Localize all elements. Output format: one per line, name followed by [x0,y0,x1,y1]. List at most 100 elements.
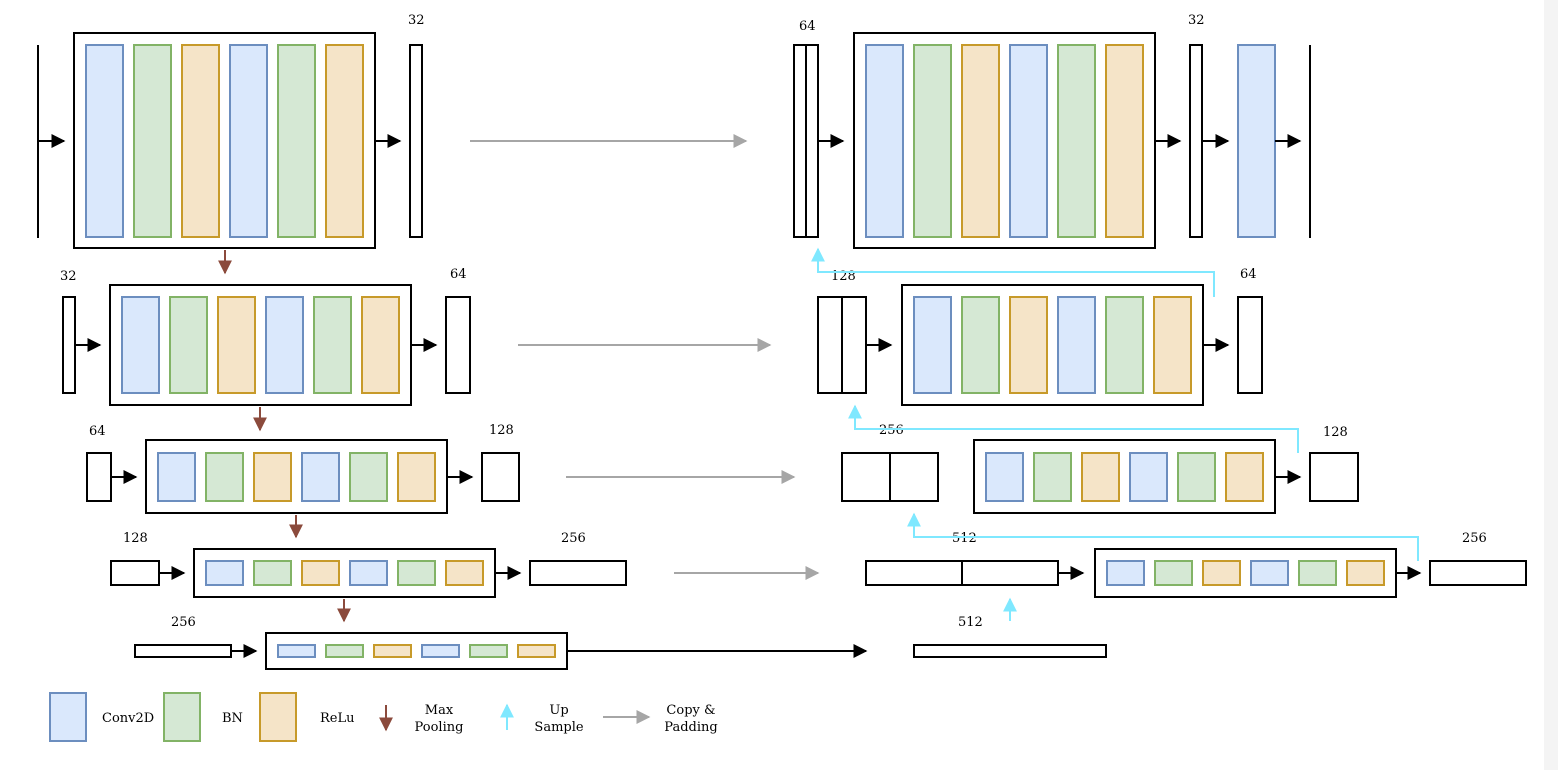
feature-map [913,644,1107,658]
conv2d-layer [1237,44,1276,238]
conv2d-layer [913,296,952,394]
channel-label: 256 [171,615,196,630]
bn-layer [313,296,352,394]
conv-block-frame [73,32,376,249]
feature-map [62,296,76,394]
relu-layer [1009,296,1048,394]
bn-layer [133,44,172,238]
upsample-arrow [907,512,1419,561]
channel-label: 512 [958,615,983,630]
channel-label: 64 [799,19,816,34]
bn-layer [253,560,292,586]
legend-maxpool-label: Max [425,703,454,718]
conv-block-frame [853,32,1156,249]
relu-layer [325,44,364,238]
legend-conv2d-swatch [49,692,87,742]
bottleneck: 256 512 [134,615,1107,670]
conv2d-layer [301,452,340,502]
feature-map [481,452,520,502]
relu-layer [445,560,484,586]
conv2d-layer [985,452,1024,502]
conv2d-layer [1106,560,1145,586]
channel-label: 512 [952,531,977,546]
bn-layer [277,44,316,238]
channel-label: 128 [123,531,148,546]
relu-layer [181,44,220,238]
bn-layer [1154,560,1193,586]
page-scrollbar[interactable] [1544,0,1558,770]
channel-label: 128 [489,423,514,438]
conv2d-layer [265,296,304,394]
relu-layer [1346,560,1385,586]
relu-layer [1202,560,1241,586]
legend-conv2d-label: Conv2D [102,711,154,726]
channel-label: 32 [408,13,425,28]
encoder-level-4: 128 256 [110,531,820,598]
encoder-level-3: 64 128 [86,423,796,514]
conv2d-layer [277,644,316,658]
channel-label: 256 [561,531,586,546]
relu-layer [1153,296,1192,394]
bn-layer [1057,44,1096,238]
legend-bn-swatch [163,692,201,742]
legend: Conv2D BN ReLu Max Pooling Up Sample Cop… [49,692,718,742]
conv2d-layer [421,644,460,658]
relu-layer [517,644,556,658]
feature-map [86,452,112,502]
conv2d-layer [85,44,124,238]
decoder-level-2: 128 64 [811,247,1263,406]
relu-layer [1105,44,1144,238]
conv2d-layer [121,296,160,394]
decoder-level-1: 64 32 [793,13,1311,249]
legend-copy-label: Copy & [666,703,715,718]
conv2d-layer [205,560,244,586]
conv2d-layer [1250,560,1289,586]
conv-block-frame [901,284,1204,406]
relu-layer [253,452,292,502]
legend-upsample-label: Sample [534,720,583,735]
bn-layer [397,560,436,586]
feature-map [409,44,423,238]
feature-map [529,560,627,586]
conv2d-layer [349,560,388,586]
conv2d-layer [229,44,268,238]
relu-layer [373,644,412,658]
bn-layer [1298,560,1337,586]
channel-label: 64 [1240,267,1257,282]
relu-layer [961,44,1000,238]
feature-map [110,560,160,586]
relu-layer [217,296,256,394]
relu-layer [361,296,400,394]
channel-label: 64 [450,267,467,282]
conv-block-frame [1094,548,1397,598]
legend-copy-label: Padding [664,720,717,735]
bn-layer [349,452,388,502]
decoder-level-3: 256 128 [841,404,1359,514]
relu-layer [1081,452,1120,502]
bn-layer [205,452,244,502]
upsample-arrow [811,247,1215,297]
bn-layer [325,644,364,658]
channel-label: 64 [89,424,106,439]
relu-layer [301,560,340,586]
channel-label: 128 [1323,425,1348,440]
feature-map [1189,44,1203,238]
feature-map [134,644,232,658]
channel-label: 32 [1188,13,1205,28]
encoder-level-2: 32 64 [60,267,772,406]
bn-layer [913,44,952,238]
legend-relu-swatch [259,692,297,742]
conv2d-layer [1129,452,1168,502]
feature-map [1309,452,1359,502]
upsample-arrow [848,404,1299,453]
bn-layer [1177,452,1216,502]
conv2d-layer [1009,44,1048,238]
feature-map [445,296,471,394]
legend-maxpool-label: Pooling [415,720,464,735]
legend-relu-label: ReLu [320,711,355,726]
channel-label: 32 [60,269,77,284]
relu-layer [397,452,436,502]
feature-map [1237,296,1263,394]
conv-block-frame [973,439,1276,514]
